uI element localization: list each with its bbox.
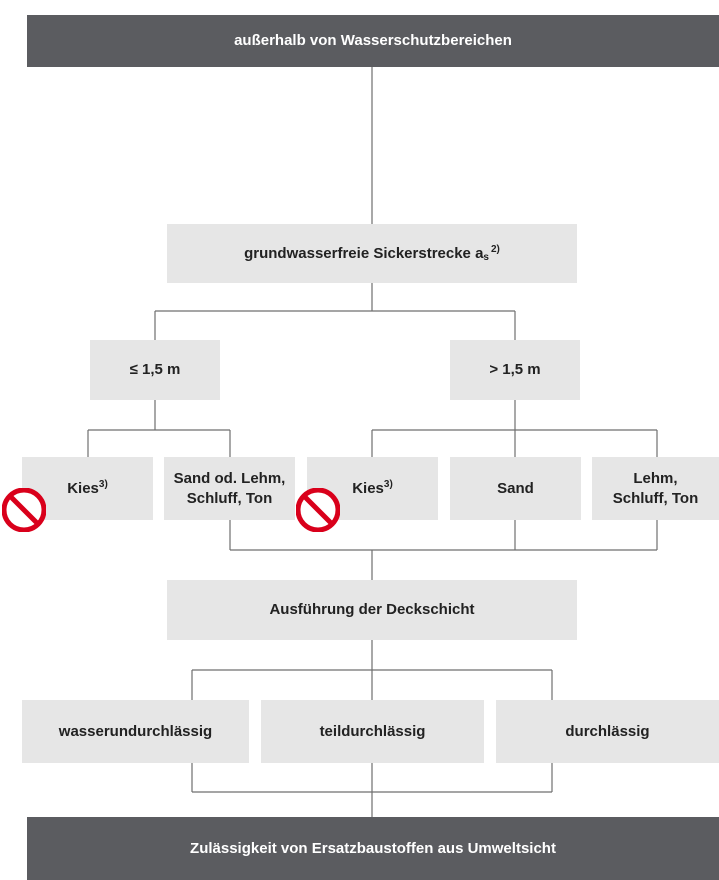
right-lehm-line1: Lehm,: [633, 469, 678, 487]
left-sand-text: Sand od. Lehm, Schluff, Ton: [174, 469, 286, 509]
prohibited-icon: [2, 488, 46, 532]
depth-gt-label: > 1,5 m: [489, 361, 541, 378]
sickerstrecke-text: grundwasserfreie Sickerstrecke as2): [244, 244, 500, 264]
right-lehm-text: Lehm, Schluff, Ton: [613, 469, 699, 509]
right-sand-label: Sand: [497, 479, 534, 497]
footer-admissibility: Zulässigkeit von Ersatzbaustoffen aus Um…: [27, 817, 719, 880]
box-sickerstrecke: grundwasserfreie Sickerstrecke as2): [167, 224, 577, 283]
teildurchlaessig-label: teildurchlässig: [319, 722, 426, 740]
sickerstrecke-footnote: 2): [490, 243, 500, 255]
prohibited-icon: [296, 488, 340, 532]
box-right-lehm: Lehm, Schluff, Ton: [592, 457, 719, 520]
box-deckschicht: Ausführung der Deckschicht: [167, 580, 577, 640]
sickerstrecke-subscript: s: [483, 251, 489, 263]
left-kies-footnote: 3): [98, 478, 108, 490]
box-wasserundurchlaessig: wasserundurchlässig: [22, 700, 249, 763]
left-kies-label: Kies: [67, 479, 99, 497]
box-depth-le-1-5m: ≤ 1,5 m: [90, 340, 220, 400]
right-lehm-line2: Schluff, Ton: [612, 489, 699, 507]
left-sand-line1: Sand od. Lehm,: [173, 469, 286, 487]
left-sand-line2: Schluff, Ton: [186, 489, 273, 507]
header-outside-label: außerhalb von Wasserschutzbereichen: [234, 32, 512, 49]
durchlaessig-label: durchlässig: [565, 722, 650, 740]
box-right-sand: Sand: [450, 457, 581, 520]
left-kies-text: Kies3): [67, 479, 108, 499]
right-kies-text: Kies3): [352, 479, 393, 499]
footer-admissibility-label: Zulässigkeit von Ersatzbaustoffen aus Um…: [190, 839, 556, 857]
depth-le-label: ≤ 1,5 m: [129, 361, 181, 378]
right-kies-footnote: 3): [383, 478, 393, 490]
header-outside-protection-zones: außerhalb von Wasserschutzbereichen: [27, 15, 719, 67]
deckschicht-label: Ausführung der Deckschicht: [269, 601, 475, 618]
box-depth-gt-1-5m: > 1,5 m: [450, 340, 580, 400]
wasserundurchlaessig-label: wasserundurchlässig: [58, 722, 213, 740]
box-left-sand-lehm: Sand od. Lehm, Schluff, Ton: [164, 457, 295, 520]
sickerstrecke-label: grundwasserfreie Sickerstrecke a: [244, 244, 484, 262]
box-teildurchlaessig: teildurchlässig: [261, 700, 484, 763]
right-kies-label: Kies: [352, 479, 384, 497]
box-durchlaessig: durchlässig: [496, 700, 719, 763]
